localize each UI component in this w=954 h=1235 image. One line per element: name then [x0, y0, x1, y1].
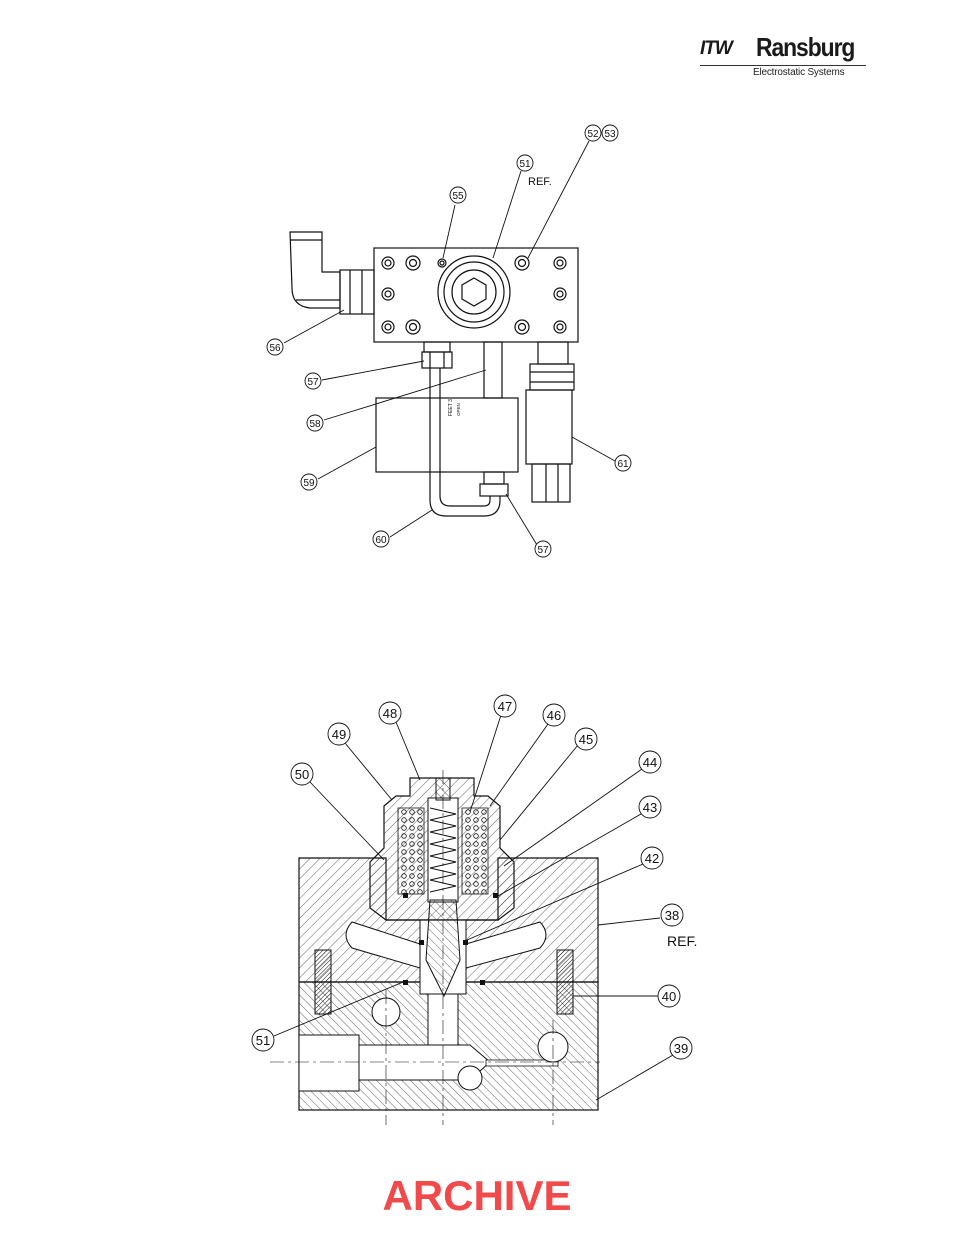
callout-60-label: 60: [375, 535, 387, 546]
section-view-leaders: [273, 714, 674, 1101]
callout-50-label: 50: [295, 767, 309, 782]
valve-body-text-2: OPEN: [456, 403, 461, 416]
callout-51-section: [251, 1028, 275, 1052]
callout-47-label: 47: [498, 699, 512, 714]
callout-47: [493, 694, 517, 718]
callout-46-label: 46: [547, 708, 561, 723]
callout-59-label: 59: [303, 478, 315, 489]
callout-50: [290, 762, 314, 786]
callout-53-label: 53: [604, 129, 616, 140]
callout-61: [614, 454, 632, 472]
valve-body-text-1: FEET 3: [448, 399, 454, 416]
callout-45: [574, 727, 598, 751]
callout-48: [378, 701, 402, 725]
logo-itw-mark: ITW: [700, 38, 733, 59]
callout-43-label: 43: [643, 800, 657, 815]
callout-51-top-label: 51: [519, 159, 531, 170]
ref-label-section: REF.: [667, 933, 697, 949]
callout-45-label: 45: [579, 732, 593, 747]
callout-38: [660, 903, 684, 927]
archive-watermark: ARCHIVE: [382, 1172, 572, 1219]
callout-55: [449, 186, 467, 204]
logo-divider: [700, 65, 866, 66]
callout-56: [266, 338, 284, 356]
callout-46: [542, 703, 566, 727]
callout-44-label: 44: [643, 755, 657, 770]
valve-assembly-view: [289, 231, 579, 517]
callout-58-label: 58: [309, 419, 321, 430]
logo-tagline: Electrostatic Systems: [753, 67, 845, 78]
callout-55-label: 55: [452, 191, 464, 202]
ref-label-top: REF.: [528, 176, 552, 188]
callout-44: [638, 750, 662, 774]
callout-49: [327, 722, 351, 746]
valve-section-view: [270, 770, 600, 1125]
itw-ransburg-logo: ITW Ransburg Electrostatic Systems: [700, 32, 866, 78]
callout-53: [601, 124, 619, 142]
callout-57-upper: [304, 372, 322, 390]
callout-51-section-label: 51: [256, 1033, 270, 1048]
callout-60: [372, 530, 390, 548]
callout-57-upper-label: 57: [307, 377, 319, 388]
callout-49-label: 49: [332, 727, 346, 742]
callout-61-label: 61: [617, 459, 629, 470]
logo-brand-name: Ransburg: [756, 32, 855, 62]
callout-39: [669, 1036, 693, 1060]
callout-52: [584, 124, 602, 142]
callout-51-top: [516, 154, 534, 172]
callout-57-lower: [534, 540, 552, 558]
callout-39-label: 39: [674, 1041, 688, 1056]
callout-56-label: 56: [269, 343, 281, 354]
callout-43: [638, 795, 662, 819]
callout-42: [640, 846, 664, 870]
callout-40: [657, 984, 681, 1008]
top-view-leaders: [283, 140, 616, 546]
callout-57-lower-label: 57: [537, 545, 549, 556]
callout-52-label: 52: [587, 129, 599, 140]
callout-59: [300, 473, 318, 491]
callout-40-label: 40: [662, 989, 676, 1004]
callout-38-label: 38: [665, 908, 679, 923]
callout-48-label: 48: [383, 706, 397, 721]
callout-58: [306, 414, 324, 432]
callout-42-label: 42: [645, 851, 659, 866]
